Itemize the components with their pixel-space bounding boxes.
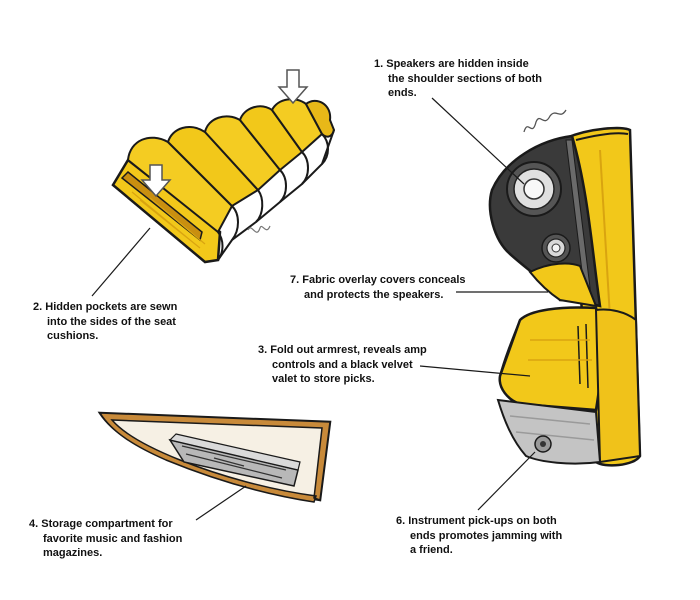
leader-lines	[91, 97, 548, 521]
arrow-down-icon	[277, 69, 309, 105]
callout-4: 4. Storage compartment for favorite musi…	[29, 517, 182, 561]
callout-6: 6. Instrument pick-ups on both ends prom…	[396, 514, 562, 558]
pickup-jack-icon	[534, 435, 552, 453]
callout-line: valet to store picks.	[272, 373, 375, 385]
callout-number: 2.	[33, 301, 43, 313]
callout-7: 7. Fabric overlay covers conceals and pr…	[290, 273, 466, 302]
callout-line: Hidden pockets are sewn	[45, 301, 178, 313]
callout-line: magazines.	[43, 547, 103, 559]
callout-number: 3.	[258, 344, 268, 356]
callout-line: controls and a black velvet	[272, 358, 413, 371]
magazine-stack-icon	[168, 433, 301, 487]
callout-line: a friend.	[410, 544, 453, 556]
callout-line: Fold out armrest, reveals amp	[270, 344, 427, 356]
callout-line: cushions.	[47, 330, 99, 342]
arrow-down-icon	[140, 164, 172, 198]
callout-line: ends.	[388, 87, 417, 99]
callout-2: 2. Hidden pockets are sewn into the side…	[33, 300, 177, 344]
speaker-icon	[541, 233, 571, 263]
callout-number: 4.	[29, 518, 39, 530]
callout-line: favorite music and fashion	[43, 532, 183, 545]
callout-number: 1.	[374, 58, 384, 70]
callout-line: and protects the speakers.	[304, 288, 444, 301]
leader-line-6	[477, 451, 536, 511]
callout-line: Storage compartment for	[41, 518, 173, 530]
seat-cushion-sketch	[111, 69, 336, 264]
callout-3: 3. Fold out armrest, reveals amp control…	[258, 343, 427, 387]
callout-1: 1. Speakers are hidden inside the should…	[374, 57, 542, 101]
callout-number: 7.	[290, 274, 300, 286]
callout-line: Fabric overlay covers conceals	[302, 274, 466, 286]
callout-line: Instrument pick-ups on both	[408, 515, 557, 527]
leader-line-4	[195, 485, 247, 521]
callout-line: into the sides of the seat	[47, 315, 176, 328]
leader-line-3	[419, 365, 531, 377]
callout-number: 6.	[396, 515, 406, 527]
storage-compartment-sketch	[97, 411, 332, 503]
speaker-icon	[506, 161, 562, 217]
leader-line-1	[431, 97, 525, 185]
callout-line: Speakers are hidden inside	[386, 58, 529, 70]
sofa-end-sketch	[488, 109, 642, 467]
callout-line: ends promotes jamming with	[410, 529, 563, 542]
leader-line-2	[91, 227, 151, 297]
callout-line: the shoulder sections of both	[388, 72, 543, 85]
